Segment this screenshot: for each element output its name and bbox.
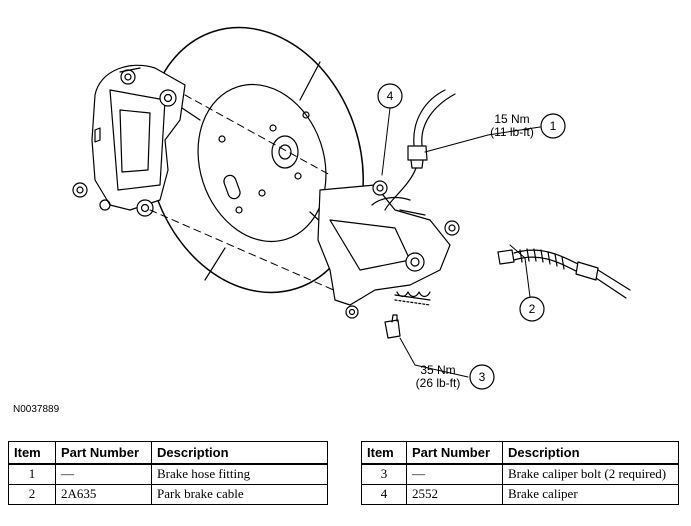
header-part-number: Part Number bbox=[406, 441, 503, 465]
table-row: 1 — Brake hose fitting bbox=[8, 463, 328, 485]
callout-4-number: 4 bbox=[387, 89, 394, 103]
callout-1-number: 1 bbox=[550, 119, 557, 133]
table-header-row: Item Part Number Description bbox=[361, 441, 679, 465]
callout-1-circle bbox=[540, 113, 566, 139]
row-description: Park brake cable bbox=[151, 484, 328, 505]
callout-3-torque-nm: 35 Nm bbox=[420, 363, 455, 377]
row-description: Brake caliper bolt (2 required) bbox=[502, 463, 679, 485]
callout-2-circle bbox=[519, 296, 545, 322]
callout-4-circle bbox=[377, 83, 403, 109]
header-item: Item bbox=[8, 441, 56, 465]
row-item: 3 bbox=[361, 463, 407, 485]
table-header-row: Item Part Number Description bbox=[8, 441, 328, 465]
callout-3-circle bbox=[469, 364, 495, 390]
brake-rotor bbox=[146, 26, 364, 294]
header-part-number: Part Number bbox=[55, 441, 152, 465]
row-part-number: — bbox=[55, 463, 152, 485]
callout-1-torque-nm: 15 Nm bbox=[494, 112, 529, 126]
row-part-number: — bbox=[406, 463, 503, 485]
callout-3-torque-lbft: (26 lb-ft) bbox=[416, 376, 461, 390]
table-row: 3 — Brake caliper bolt (2 required) bbox=[361, 463, 679, 485]
row-description: Brake caliper bbox=[502, 484, 679, 505]
row-item: 2 bbox=[8, 484, 56, 505]
header-description: Description bbox=[151, 441, 328, 465]
row-part-number: 2552 bbox=[406, 484, 503, 505]
parts-table-left: Item Part Number Description 1 — Brake h… bbox=[8, 441, 328, 505]
park-brake-cable bbox=[497, 248, 631, 299]
table-row: 4 2552 Brake caliper bbox=[361, 484, 679, 505]
caliper-bolt bbox=[384, 314, 401, 339]
row-description: Brake hose fitting bbox=[151, 463, 328, 485]
table-row: 2 2A635 Park brake cable bbox=[8, 484, 328, 505]
caliper-rear bbox=[317, 180, 460, 319]
figure-code: N0037889 bbox=[13, 404, 60, 415]
brake-hose bbox=[384, 89, 456, 211]
brake-assembly-diagram: 1 2 3 4 15 Nm (11 lb-ft) 35 Nm (26 lb-ft… bbox=[72, 26, 631, 390]
caliper-front bbox=[72, 64, 186, 217]
row-item: 4 bbox=[361, 484, 407, 505]
callout-2-number: 2 bbox=[529, 302, 536, 316]
row-part-number: 2A635 bbox=[55, 484, 152, 505]
callout-1-torque-lbft: (11 lb-ft) bbox=[490, 125, 534, 139]
callout-3-number: 3 bbox=[479, 370, 486, 384]
header-item: Item bbox=[361, 441, 407, 465]
header-description: Description bbox=[502, 441, 679, 465]
row-item: 1 bbox=[8, 463, 56, 485]
parts-table-right: Item Part Number Description 3 — Brake c… bbox=[361, 441, 679, 505]
